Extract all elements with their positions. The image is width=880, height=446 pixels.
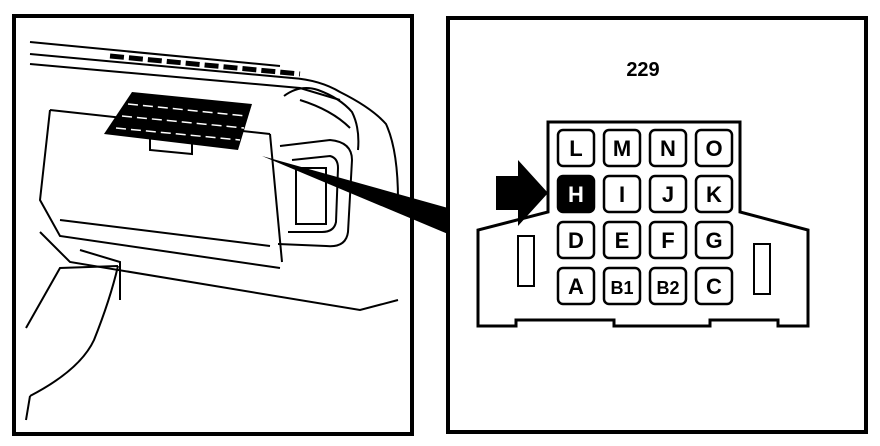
connector-panel: 229 L M N O H I J K D E F G A B1 B2 C	[446, 16, 868, 434]
pin-grid: L M N O H I J K D E F G A B1 B2 C	[556, 128, 734, 306]
pin-l	[556, 128, 596, 168]
pin-b2	[648, 266, 688, 306]
vent-block	[104, 92, 252, 150]
pin-label-d: D	[568, 228, 584, 253]
pin-label-j: J	[662, 182, 674, 207]
pin-label-a: A	[568, 274, 584, 299]
pin-j	[648, 174, 688, 214]
location-panel	[12, 14, 414, 436]
pin-label-b1: B1	[610, 278, 633, 298]
pin-o	[694, 128, 734, 168]
pin-label-c: C	[706, 274, 722, 299]
pin-h	[556, 174, 596, 214]
pin-g	[694, 220, 734, 260]
pin-e	[602, 220, 642, 260]
pin-label-f: F	[661, 228, 674, 253]
pin-label-h: H	[568, 182, 584, 207]
pin-label-o: O	[705, 136, 722, 161]
pin-label-k: K	[706, 182, 722, 207]
arrow-right-icon	[496, 160, 548, 226]
pin-label-l: L	[569, 136, 582, 161]
pin-d	[556, 220, 596, 260]
dashboard-drawing	[25, 41, 399, 421]
pin-f	[648, 220, 688, 260]
pin-a	[556, 266, 596, 306]
pin-n	[648, 128, 688, 168]
pin-label-e: E	[615, 228, 630, 253]
pin-label-g: G	[705, 228, 722, 253]
pin-b1	[602, 266, 642, 306]
pin-k	[694, 174, 734, 214]
connector-number: 229	[626, 59, 659, 81]
location-panel-frame	[12, 14, 414, 436]
pin-label-i: I	[619, 182, 625, 207]
pin-label-m: M	[613, 136, 631, 161]
latch-slot-right	[753, 243, 771, 295]
pin-label-b2: B2	[656, 278, 679, 298]
pin-c	[694, 266, 734, 306]
pin-m	[602, 128, 642, 168]
pin-i	[602, 174, 642, 214]
pin-label-n: N	[660, 136, 676, 161]
pointer-line	[262, 156, 448, 234]
latch-slot-left	[517, 235, 535, 287]
